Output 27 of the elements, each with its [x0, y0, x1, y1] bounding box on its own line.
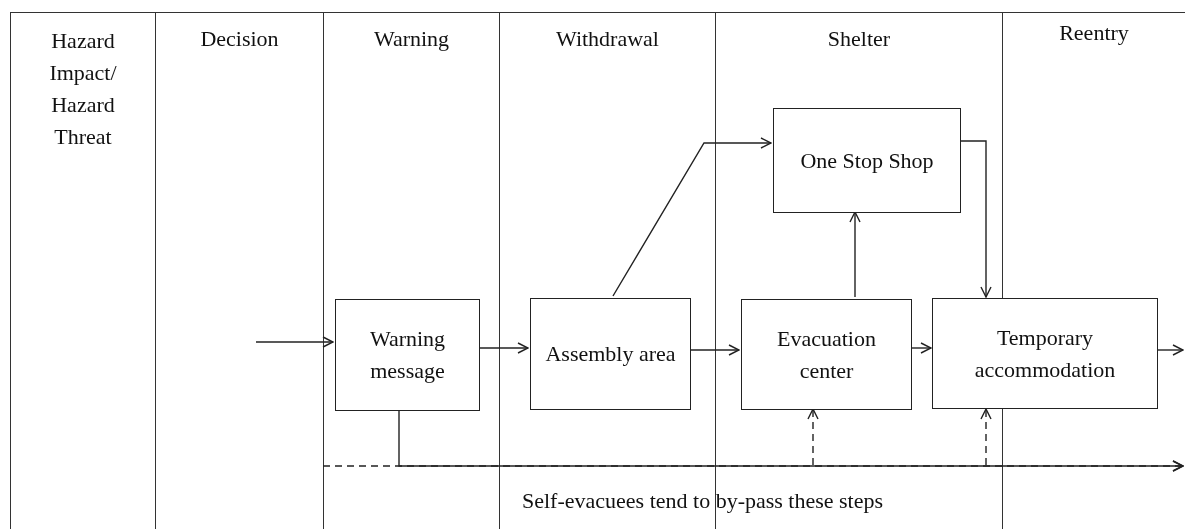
arrow	[612, 137, 772, 297]
process-box: Assembly area	[530, 298, 691, 410]
dashed-arrow	[980, 408, 992, 466]
process-box: Temporary accommodation	[932, 298, 1158, 409]
column-heading: Withdrawal	[556, 25, 659, 53]
column-heading: Warning	[373, 25, 450, 53]
arrow	[255, 336, 334, 348]
swimlane-column	[155, 12, 323, 529]
column-heading: Reentry	[1059, 19, 1129, 47]
arrow	[849, 211, 861, 298]
process-box: One Stop Shop	[773, 108, 961, 213]
swimlane-column	[499, 12, 715, 529]
arrow	[689, 344, 740, 356]
arrow	[959, 140, 992, 298]
column-heading: Decision	[200, 25, 279, 53]
swimlane-column	[323, 12, 499, 529]
arrow	[1157, 344, 1184, 356]
dashed-arrow	[807, 408, 819, 466]
dashed-arrow	[322, 460, 1184, 472]
process-box: Evacuation center	[741, 299, 912, 410]
note-text: Self-evacuees tend to by-pass these steps	[522, 488, 884, 514]
swimlane-column	[10, 12, 155, 529]
process-box: Warning message	[335, 299, 480, 411]
column-heading: Shelter	[827, 25, 891, 53]
arrow	[910, 342, 932, 354]
column-heading: Hazard Impact/ Hazard Threat	[48, 27, 118, 151]
arrow	[478, 342, 529, 354]
